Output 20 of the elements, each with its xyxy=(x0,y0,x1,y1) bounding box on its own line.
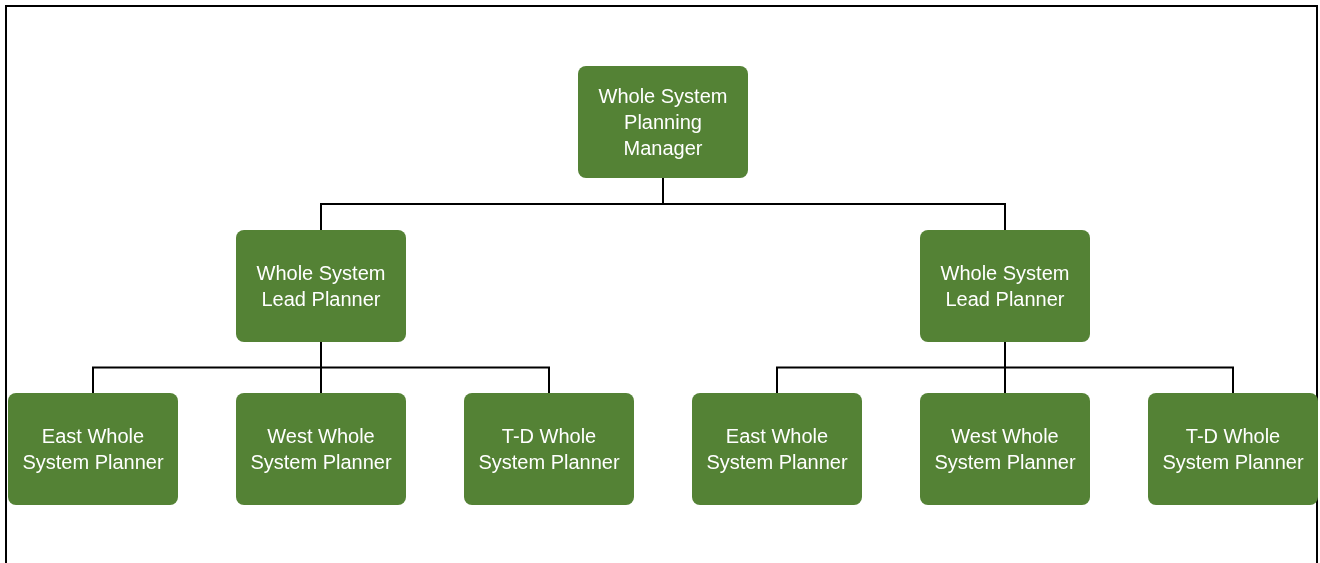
role-box xyxy=(236,230,406,342)
role-title: East Whole System Planner xyxy=(705,424,849,475)
connector-line xyxy=(320,341,550,394)
role-title: West Whole System Planner xyxy=(249,424,393,475)
role-title: T-D Whole System Planner xyxy=(1161,424,1305,475)
role-box xyxy=(464,393,634,505)
connector-line xyxy=(1004,341,1234,394)
role-title: Whole System Planning Manager xyxy=(597,84,729,161)
role-title: T-D Whole System Planner xyxy=(477,424,621,475)
role-box xyxy=(692,393,862,505)
role-box xyxy=(236,393,406,505)
role-box xyxy=(578,66,748,178)
role-box xyxy=(8,393,178,505)
role-title: Whole System Lead Planner xyxy=(255,261,387,312)
role-title: East Whole System Planner xyxy=(21,424,165,475)
role-title: Whole System Lead Planner xyxy=(939,261,1071,312)
role-title: West Whole System Planner xyxy=(933,424,1077,475)
role-box xyxy=(1148,393,1318,505)
role-box xyxy=(920,230,1090,342)
role-box xyxy=(920,393,1090,505)
